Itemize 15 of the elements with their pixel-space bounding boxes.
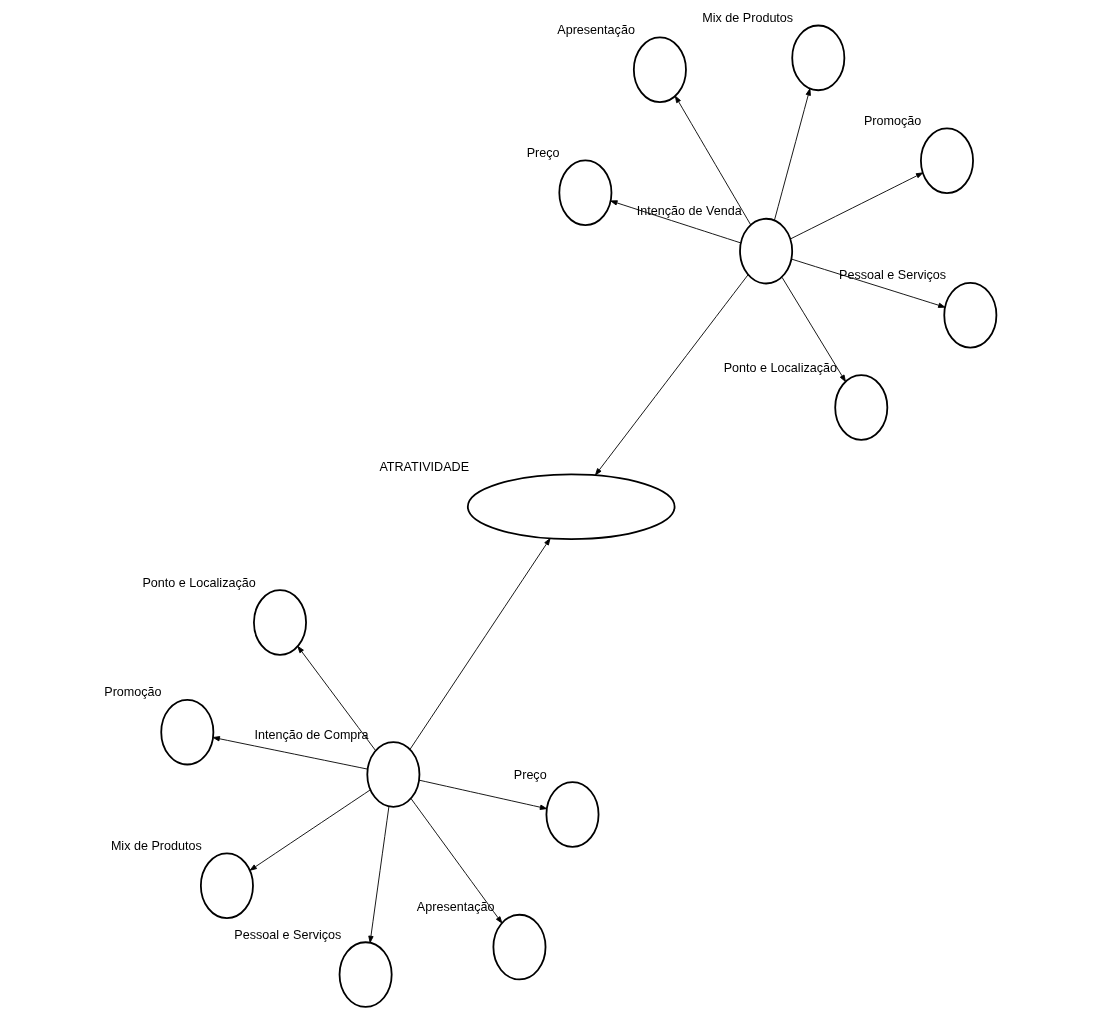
node-label: Ponto e Localização <box>141 575 256 590</box>
node-label: ATRATIVIDADE <box>378 459 469 474</box>
node-label: Intenção de Venda <box>636 204 742 219</box>
node-label: Apresentação <box>416 900 494 915</box>
node-label: Pessoal e Serviços <box>233 927 341 942</box>
node-label: Ponto e Localização <box>723 360 837 375</box>
node-label: Mix de Produtos <box>110 838 202 853</box>
node-label: Preço <box>513 767 547 782</box>
node-label: Apresentação <box>556 23 635 38</box>
node-label: Preço <box>526 145 560 160</box>
node-label: Pessoal e Serviços <box>838 268 946 283</box>
node-label: Mix de Produtos <box>701 11 793 26</box>
node-label: Promoção <box>863 113 921 128</box>
node-label: Promoção <box>103 685 162 700</box>
node-label: Intenção de Compra <box>254 727 369 742</box>
